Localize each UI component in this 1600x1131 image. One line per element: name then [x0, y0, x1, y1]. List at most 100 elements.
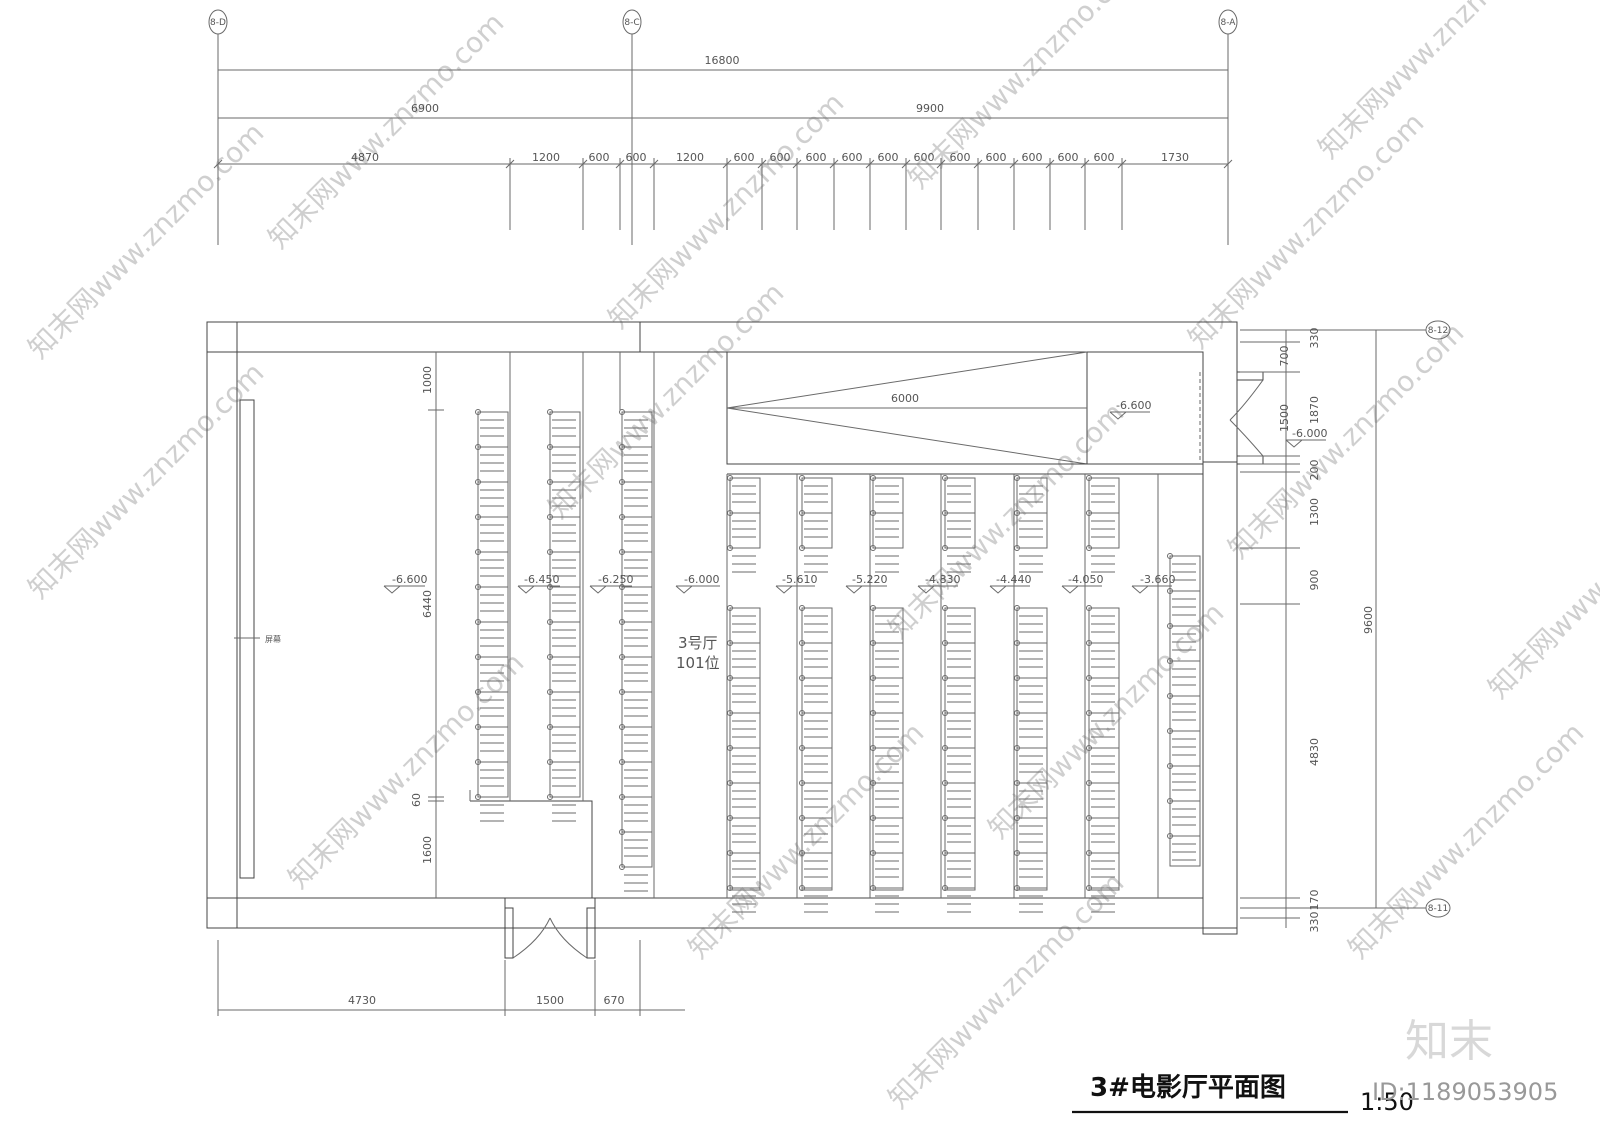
- level-mark: -6.600: [1109, 399, 1151, 420]
- svg-text:-5.220: -5.220: [852, 573, 887, 586]
- dim-label: 600: [734, 151, 755, 164]
- side-door: [1199, 371, 1264, 465]
- aisles: [435, 352, 1159, 898]
- dim-label: 600: [842, 151, 863, 164]
- seat-column: [1014, 475, 1048, 573]
- level-mark: -4.050: [1061, 573, 1103, 594]
- dim-right: 4830: [1308, 738, 1321, 766]
- level-mark: -3.660: [1131, 573, 1175, 594]
- dimension-right: 330 700 1870 1500 200 1300 900 4830 170 …: [1240, 320, 1451, 933]
- dim-bottom: 670: [604, 994, 625, 1007]
- level-mark: -5.220: [845, 573, 887, 594]
- seat-column: [1086, 605, 1120, 913]
- seat-rows: [475, 409, 1201, 913]
- dim-left: 60: [410, 793, 423, 807]
- watermark-text: 知末网www.znzmo.com: [22, 116, 271, 365]
- dim-bottom: 4730: [348, 994, 376, 1007]
- drawing-title: 3#电影厅平面图: [1090, 1073, 1286, 1103]
- title-block: 3#电影厅平面图 1:50: [1072, 1073, 1414, 1116]
- dim-right: 700: [1278, 346, 1291, 367]
- axis-label: 8-C: [624, 18, 639, 28]
- dim-right: 330: [1308, 912, 1321, 933]
- seat-column: [727, 475, 761, 573]
- svg-text:-6.000: -6.000: [684, 573, 719, 586]
- seat-column: [547, 409, 581, 822]
- dimension-top-detail: 4870 1200 600 600 1200 600 600 600 600 6…: [351, 151, 1189, 164]
- dimension-top: 16800 6900 9900: [213, 54, 1233, 230]
- level-mark: -6.450: [517, 573, 560, 594]
- watermark-text: 知末网www.znzmo.com: [1222, 316, 1471, 565]
- dim-label: 600: [770, 151, 791, 164]
- dim-label: 1200: [676, 151, 704, 164]
- watermark-text: 知末网www.znzmo.com: [1182, 106, 1431, 355]
- level-mark: -4.830: [917, 573, 960, 594]
- seat-column: [870, 605, 904, 913]
- dim-right: 200: [1308, 460, 1321, 481]
- seat-column: [942, 605, 976, 913]
- dimension-left: 1000 6440 60 1600: [410, 352, 444, 898]
- dim-label: 4870: [351, 151, 379, 164]
- dim-label: 600: [626, 151, 647, 164]
- dim-left: 1000: [421, 366, 434, 394]
- watermark-text: 知末网www.znzmo.com: [1482, 456, 1600, 705]
- watermark-text: 知末网www.znzmo.com: [542, 276, 791, 525]
- dim-left: 1600: [421, 836, 434, 864]
- building-walls: [206, 321, 1238, 959]
- dim-right: 170: [1308, 890, 1321, 911]
- dim-right: 1500: [1278, 404, 1291, 432]
- svg-text:-6.600: -6.600: [392, 573, 427, 586]
- watermark-id: ID:1189053905: [1372, 1078, 1558, 1106]
- projection-room: 6000: [726, 351, 1203, 475]
- room-seats: 101位: [676, 654, 720, 672]
- svg-text:-6.250: -6.250: [598, 573, 633, 586]
- dim-label: 600: [1058, 151, 1079, 164]
- axis-label: 8-11: [1428, 904, 1448, 914]
- drawing-scale: 1:50: [1360, 1088, 1414, 1116]
- level-mark: -6.600: [383, 573, 427, 594]
- seat-column: [799, 475, 833, 573]
- dim-bottom: 1500: [536, 994, 564, 1007]
- axis-label: 8-A: [1221, 18, 1237, 28]
- level-mark: -6.000: [1285, 427, 1327, 448]
- dim-label: 600: [589, 151, 610, 164]
- screen-label: 屏幕: [265, 634, 281, 644]
- axis-label: 8-D: [210, 18, 226, 28]
- dimension-bottom: 4730 1500 670: [217, 940, 685, 1016]
- dim-projection: 6000: [891, 392, 919, 405]
- seat-column: [1167, 553, 1201, 867]
- svg-text:-4.830: -4.830: [925, 573, 960, 586]
- watermark-brand: 知末: [1405, 1016, 1493, 1067]
- level-mark: -6.250: [589, 573, 633, 594]
- seat-column: [942, 475, 976, 573]
- svg-text:-4.440: -4.440: [996, 573, 1031, 586]
- dim-label: 600: [986, 151, 1007, 164]
- watermark-text: 知末网www.znzmo.com: [1342, 716, 1591, 965]
- watermark-text: 知末网www.znzmo.com: [282, 646, 531, 895]
- axis-top-8c: 8-C: [622, 9, 642, 245]
- seat-column: [727, 605, 761, 913]
- seat-column: [1014, 605, 1048, 913]
- dim-right-total: 9600: [1362, 606, 1375, 634]
- dim-top-split: 9900: [916, 102, 944, 115]
- svg-text:-3.660: -3.660: [1140, 573, 1175, 586]
- dim-label: 600: [878, 151, 899, 164]
- dim-top-total: 16800: [705, 54, 740, 67]
- seat-column: [619, 409, 653, 892]
- svg-text:-6.600: -6.600: [1116, 399, 1151, 412]
- dim-label: 600: [806, 151, 827, 164]
- dim-label: 600: [1022, 151, 1043, 164]
- watermark-text: 知末网www.znzmo.com: [602, 86, 851, 335]
- dim-right: 1870: [1308, 396, 1321, 424]
- dim-left: 6440: [421, 590, 434, 618]
- seat-column: [475, 409, 509, 822]
- watermark-text: 知末网www.znzmo.com: [22, 356, 271, 605]
- svg-text:-6.450: -6.450: [524, 573, 559, 586]
- dim-right: 900: [1308, 570, 1321, 591]
- seat-column: [799, 605, 833, 913]
- level-mark: -5.610: [775, 573, 817, 594]
- dim-top-split: 6900: [411, 102, 439, 115]
- dim-label: 600: [950, 151, 971, 164]
- watermark-text: 知末网www.znzmo.com: [1312, 0, 1561, 165]
